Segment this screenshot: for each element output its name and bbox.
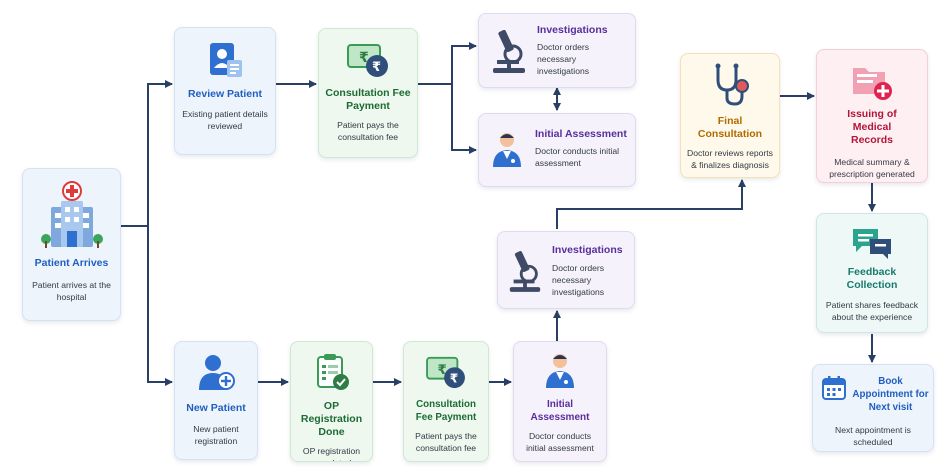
svg-text:₹: ₹ bbox=[359, 50, 369, 66]
review-patient-title: Review Patient bbox=[187, 88, 263, 100]
new-patient-desc: New patient registration bbox=[193, 424, 239, 446]
svg-text:₹: ₹ bbox=[372, 60, 381, 75]
final-consultation-title: Final Consultation bbox=[697, 115, 763, 140]
investigations-mid-desc: Doctor orders necessary investigations bbox=[552, 263, 605, 297]
issuing-medical-records-title: Issuing of Medical Records bbox=[847, 108, 897, 146]
arrow-fee-to-investigations bbox=[418, 42, 477, 85]
node-new-patient[interactable]: New Patient New patient registration bbox=[174, 341, 258, 460]
node-issuing-medical-records[interactable]: Issuing of Medical Records Medical summa… bbox=[816, 49, 928, 183]
calendar-icon bbox=[822, 376, 846, 400]
rupee-payment-icon: ₹ ₹ bbox=[347, 44, 388, 77]
initial-assessment-bottom-title: Initial Assessment bbox=[530, 399, 590, 423]
feedback-collection-desc: Patient shares feedback about the experi… bbox=[825, 300, 919, 322]
arrow-arrives-to-new bbox=[147, 226, 173, 386]
issuing-medical-records-desc: Medical summary & prescription generated bbox=[829, 157, 915, 179]
node-op-registration[interactable]: OP Registration Done OP registration com… bbox=[290, 341, 373, 462]
investigations-mid-title: Investigations bbox=[552, 244, 623, 256]
book-appointment-desc: Next appointment is scheduled bbox=[835, 425, 911, 447]
feedback-collection-title: Feedback Collection bbox=[846, 266, 898, 291]
hospital-icon bbox=[40, 181, 103, 248]
consultation-fee-bottom-title: Consultation Fee Payment bbox=[415, 399, 477, 423]
svg-text:₹: ₹ bbox=[450, 371, 459, 385]
add-user-icon bbox=[199, 355, 235, 390]
arrow-fee-to-assessment bbox=[451, 84, 477, 154]
node-book-appointment[interactable]: Book Appointment for Next visit Next app… bbox=[812, 364, 934, 452]
node-consultation-fee-top[interactable]: ₹ ₹ Consultation Fee Payment Patient pay… bbox=[318, 28, 418, 158]
initial-assessment-top-desc: Doctor conducts initial assessment bbox=[535, 146, 620, 168]
consultation-fee-top-desc: Patient pays the consultation fee bbox=[337, 120, 399, 142]
stethoscope-icon bbox=[715, 63, 749, 106]
op-registration-title: OP Registration Done bbox=[300, 400, 363, 438]
medical-records-folder-icon bbox=[853, 68, 892, 100]
node-initial-assessment-top[interactable]: Initial Assessment Doctor conducts initi… bbox=[478, 113, 636, 187]
node-final-consultation[interactable]: Final Consultation Doctor reviews report… bbox=[680, 53, 780, 178]
doctor-icon bbox=[546, 354, 574, 388]
microscope-icon bbox=[493, 29, 525, 73]
book-appointment-title: Book Appointment for Next visit bbox=[852, 376, 929, 413]
doctor-icon bbox=[493, 132, 521, 167]
profile-card-icon bbox=[210, 43, 242, 77]
chat-bubbles-icon bbox=[853, 229, 891, 259]
rupee-payment-icon: ₹ ₹ bbox=[426, 356, 465, 389]
node-feedback-collection[interactable]: Feedback Collection Patient shares feedb… bbox=[816, 213, 928, 333]
svg-text:₹: ₹ bbox=[437, 363, 446, 378]
initial-assessment-bottom-desc: Doctor conducts initial assessment bbox=[526, 431, 594, 453]
node-consultation-fee-bottom[interactable]: ₹ ₹ Consultation Fee Payment Patient pay… bbox=[403, 341, 489, 462]
node-initial-assessment-bottom[interactable]: Initial Assessment Doctor conducts initi… bbox=[513, 341, 607, 462]
node-patient-arrives[interactable]: Patient Arrives Patient arrives at the h… bbox=[22, 168, 121, 321]
new-patient-title: New Patient bbox=[186, 402, 246, 414]
investigations-top-desc: Doctor orders necessary investigations bbox=[537, 42, 590, 76]
microscope-icon bbox=[509, 251, 541, 292]
consultation-fee-top-title: Consultation Fee Payment bbox=[325, 87, 411, 112]
node-investigations-mid[interactable]: Investigations Doctor orders necessary i… bbox=[497, 231, 635, 309]
op-registration-desc: OP registration completed bbox=[302, 446, 361, 461]
consultation-fee-bottom-desc: Patient pays the consultation fee bbox=[415, 431, 477, 453]
patient-arrives-title: Patient Arrives bbox=[34, 257, 109, 269]
investigations-top-title: Investigations bbox=[537, 24, 608, 36]
patient-arrives-desc: Patient arrives at the hospital bbox=[32, 280, 111, 302]
arrow-arrives-to-review bbox=[121, 80, 173, 227]
initial-assessment-top-title: Initial Assessment bbox=[535, 128, 627, 140]
clipboard-check-icon bbox=[316, 354, 349, 390]
node-review-patient[interactable]: Review Patient Existing patient details … bbox=[174, 27, 276, 155]
arrow-investigations-to-final bbox=[556, 179, 746, 229]
node-investigations-top[interactable]: Investigations Doctor orders necessary i… bbox=[478, 13, 636, 88]
final-consultation-desc: Doctor reviews reports & finalizes diagn… bbox=[687, 148, 773, 170]
review-patient-desc: Existing patient details reviewed bbox=[182, 109, 268, 131]
